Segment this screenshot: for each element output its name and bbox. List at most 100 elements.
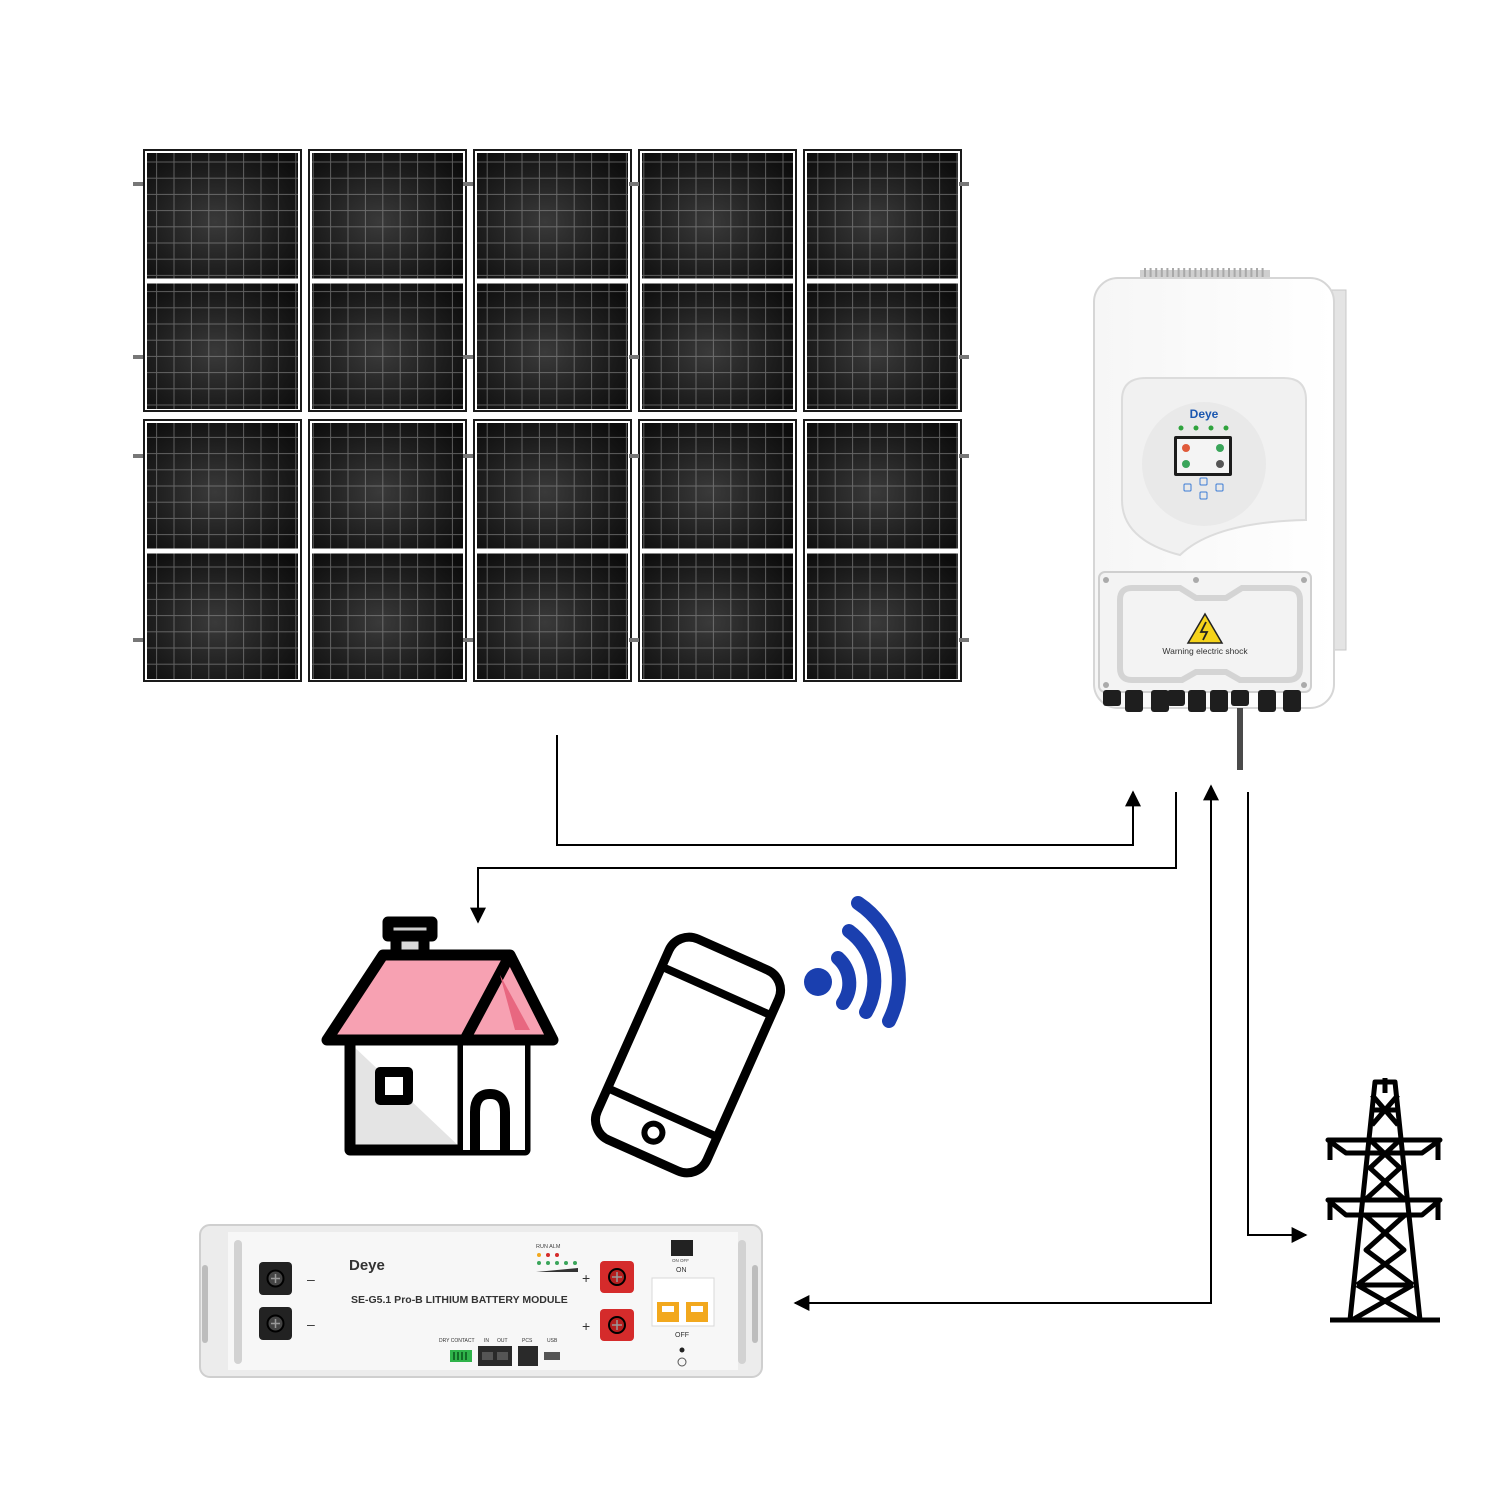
battery-status-leds	[536, 1253, 578, 1272]
battery-brand: Deye	[349, 1257, 385, 1274]
inverter-brand: Deye	[1190, 407, 1219, 421]
heatsink-fin	[1222, 268, 1225, 282]
port-usb-label: USB	[547, 1338, 558, 1344]
mounting-clamp	[463, 638, 473, 642]
pcs-port[interactable]	[518, 1346, 538, 1366]
smartphone-icon[interactable]	[588, 930, 787, 1180]
power-pylon-icon	[1325, 1078, 1443, 1323]
lcd-solar-icon	[1182, 444, 1190, 452]
port-in-label: IN	[484, 1338, 489, 1344]
negative-sign-top: –	[307, 1271, 315, 1287]
lcd-grid-icon	[1216, 444, 1224, 452]
solar-panel	[803, 149, 962, 412]
power-switch[interactable]	[671, 1240, 693, 1256]
heatsink-fin	[1239, 268, 1242, 282]
line-inverter-to-battery	[793, 784, 1219, 1311]
heatsink-fin	[1211, 268, 1214, 282]
heatsink-fin	[1205, 268, 1208, 282]
ground-screw	[679, 1347, 685, 1353]
port-out-label: OUT	[497, 1338, 508, 1344]
wireless-signal-icon	[804, 896, 906, 1028]
mounting-clamp	[959, 454, 969, 458]
mounting-clamp	[629, 182, 639, 186]
mounting-clamp	[959, 355, 969, 359]
heatsink-fin	[1233, 268, 1236, 282]
mounting-clamp	[463, 454, 473, 458]
heatsink-fin	[1228, 268, 1230, 282]
mounting-clamp	[133, 638, 143, 642]
warning-triangle-icon	[1186, 612, 1224, 644]
cable-gland	[1167, 690, 1185, 706]
battery-status-label: RUN ALM	[536, 1244, 561, 1250]
circuit-breaker[interactable]	[651, 1277, 715, 1327]
power-switch-label: ON OFF	[672, 1258, 689, 1263]
solar-panel	[143, 149, 302, 412]
house-icon	[321, 916, 559, 1156]
positive-terminal-bottom[interactable]	[600, 1309, 634, 1341]
heatsink-fin	[1256, 268, 1258, 282]
rj45-in-out-port[interactable]	[478, 1346, 512, 1366]
connection-lines	[470, 735, 1308, 1311]
solar-panel	[638, 419, 797, 682]
inverter-keypad[interactable]	[1183, 477, 1224, 500]
battery-model-label: SE-G5.1 Pro-B LITHIUM BATTERY MODULE	[351, 1294, 568, 1306]
heatsink-fin	[1172, 268, 1174, 282]
inverter-output-cable	[1237, 708, 1243, 770]
heatsink-fin	[1155, 268, 1158, 282]
mounting-clamp	[133, 355, 143, 359]
lcd-battery-icon	[1182, 460, 1190, 468]
mounting-clamp	[629, 638, 639, 642]
battery-handle-right	[738, 1240, 746, 1364]
inverter-connectors	[1103, 690, 1301, 712]
mounting-clamp	[133, 182, 143, 186]
heatsink-fin	[1166, 268, 1169, 282]
heatsink-fin	[1183, 268, 1186, 282]
cable-gland	[1151, 690, 1169, 712]
positive-sign-top: +	[582, 1270, 590, 1286]
line-solar-to-inverter	[556, 735, 1141, 846]
inverter-fins	[1144, 268, 1264, 282]
positive-sign-bottom: +	[582, 1318, 590, 1334]
solar-panel	[473, 149, 632, 412]
mounting-clamp	[133, 454, 143, 458]
line-inverter-to-house	[470, 792, 1177, 924]
cable-gland	[1210, 690, 1228, 712]
breaker-off-label: OFF	[675, 1332, 689, 1339]
line-inverter-to-grid	[1247, 792, 1308, 1243]
negative-terminal-top[interactable]	[259, 1262, 292, 1295]
dry-contact-port[interactable]	[450, 1350, 472, 1362]
heatsink-fin	[1194, 268, 1197, 282]
mounting-clamp	[629, 355, 639, 359]
ground-symbol-icon	[677, 1357, 687, 1367]
solar-panel	[308, 149, 467, 412]
inverter-warning-label: Warning electric shock	[1162, 646, 1248, 656]
lithium-battery-module: – – Deye SE-G5.1 Pro-B LITHIUM BATTERY M…	[199, 1224, 763, 1378]
solar-panel	[143, 419, 302, 682]
breaker-on-label: ON	[676, 1267, 687, 1274]
positive-terminal-top[interactable]	[600, 1261, 634, 1293]
negative-terminal-bottom[interactable]	[259, 1307, 292, 1340]
solar-panel	[803, 419, 962, 682]
port-dry-contact-label: DRY CONTACT	[439, 1338, 475, 1344]
heatsink-fin	[1149, 268, 1152, 282]
solar-array	[133, 149, 969, 682]
lcd-load-icon	[1216, 460, 1224, 468]
solar-panel	[473, 419, 632, 682]
cable-gland	[1188, 690, 1206, 712]
usb-port[interactable]	[544, 1352, 560, 1360]
inverter-lcd-content	[1177, 439, 1229, 473]
cable-gland	[1103, 690, 1121, 706]
heatsink-fin	[1144, 268, 1146, 282]
heatsink-fin	[1160, 268, 1163, 282]
lightning-icon	[1199, 621, 1209, 641]
mounting-clamp	[959, 182, 969, 186]
mounting-clamp	[463, 182, 473, 186]
cable-gland	[1231, 690, 1249, 706]
cable-gland	[1283, 690, 1301, 712]
heatsink-fin	[1250, 268, 1253, 282]
cable-gland	[1125, 690, 1143, 712]
heatsink-fin	[1216, 268, 1219, 282]
inverter-status-leds	[1178, 425, 1229, 431]
mounting-clamp	[463, 355, 473, 359]
